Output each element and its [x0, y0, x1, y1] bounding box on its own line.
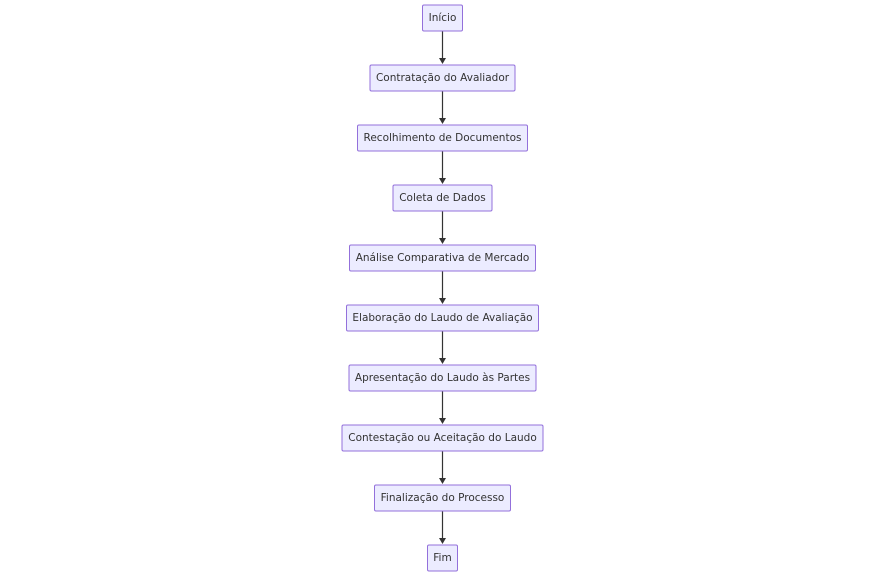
- node-box: [374, 484, 511, 512]
- node-label: Fim: [433, 552, 451, 564]
- edge-recolhimento-to-coleta: [439, 151, 446, 184]
- node-box: [422, 4, 463, 32]
- arrowhead-icon: [439, 478, 446, 484]
- edge-contestacao-to-finalizacao: [439, 451, 446, 484]
- node-box: [427, 544, 458, 572]
- node-label: Início: [429, 12, 457, 24]
- edges-layer: [439, 31, 446, 544]
- node-box: [346, 304, 539, 332]
- node-elaboracao: Elaboração do Laudo de Avaliação: [346, 304, 539, 332]
- edge-elaboracao-to-apresentacao: [439, 331, 446, 364]
- node-label: Contratação do Avaliador: [376, 72, 510, 84]
- edge-apresentacao-to-contestacao: [439, 391, 446, 424]
- node-recolhimento: Recolhimento de Documentos: [357, 124, 528, 152]
- node-inicio: Início: [422, 4, 463, 32]
- node-coleta: Coleta de Dados: [392, 184, 493, 212]
- node-finalizacao: Finalização do Processo: [374, 484, 511, 512]
- node-box: [341, 424, 544, 452]
- arrowhead-icon: [439, 538, 446, 544]
- node-label: Contestação ou Aceitação do Laudo: [348, 432, 537, 444]
- node-box: [369, 64, 516, 92]
- edge-inicio-to-contratacao: [439, 31, 446, 64]
- node-label: Recolhimento de Documentos: [364, 132, 522, 144]
- node-analise: Análise Comparativa de Mercado: [349, 244, 536, 272]
- arrowhead-icon: [439, 418, 446, 424]
- node-box: [348, 364, 537, 392]
- arrowhead-icon: [439, 238, 446, 244]
- edge-contratacao-to-recolhimento: [439, 91, 446, 124]
- node-contratacao: Contratação do Avaliador: [369, 64, 516, 92]
- arrowhead-icon: [439, 118, 446, 124]
- node-box: [392, 184, 493, 212]
- edge-finalizacao-to-fim: [439, 511, 446, 544]
- node-label: Elaboração do Laudo de Avaliação: [352, 312, 532, 324]
- node-box: [357, 124, 528, 152]
- arrowhead-icon: [439, 358, 446, 364]
- node-label: Apresentação do Laudo às Partes: [355, 372, 530, 384]
- node-apresentacao: Apresentação do Laudo às Partes: [348, 364, 537, 392]
- edge-analise-to-elaboracao: [439, 271, 446, 304]
- node-box: [349, 244, 536, 272]
- arrowhead-icon: [439, 298, 446, 304]
- node-label: Finalização do Processo: [381, 492, 505, 504]
- node-fim: Fim: [427, 544, 458, 572]
- node-contestacao: Contestação ou Aceitação do Laudo: [341, 424, 544, 452]
- node-label: Coleta de Dados: [399, 192, 486, 204]
- arrowhead-icon: [439, 178, 446, 184]
- edge-coleta-to-analise: [439, 211, 446, 244]
- arrowhead-icon: [439, 58, 446, 64]
- node-label: Análise Comparativa de Mercado: [356, 252, 530, 264]
